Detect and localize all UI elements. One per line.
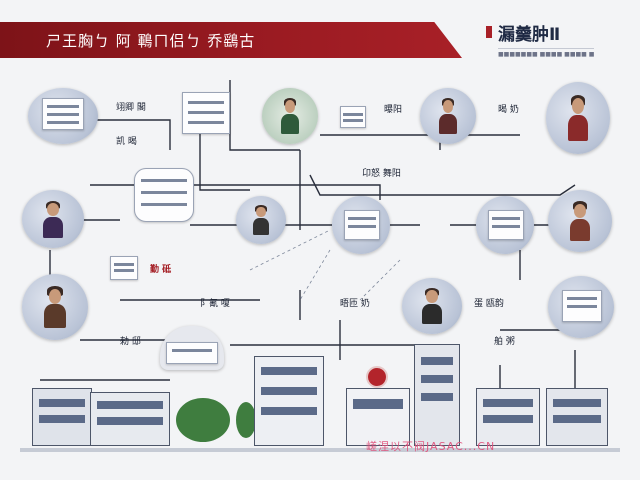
building: [546, 388, 608, 446]
office-node: [332, 196, 390, 254]
connector-line-dashed: [359, 259, 401, 301]
portrait-node: [546, 82, 610, 154]
office-node: [476, 196, 534, 254]
document-card: [182, 92, 230, 134]
building: [414, 344, 460, 446]
desk-scene-card: [134, 168, 194, 222]
banner-title: ㄕ王胸ㄅ 阿 鶤ㄇ侣ㄅ 乔鷂古: [46, 32, 256, 50]
diagram-label: 卬怒 舞阳: [362, 169, 401, 179]
diagram-label: 晤匝 奶: [340, 299, 370, 309]
diagram-label: 凯 暍: [116, 137, 137, 147]
tree: [236, 402, 256, 438]
building: [90, 392, 170, 446]
highlight-label: 勤 砥: [150, 265, 172, 275]
diagram-label: 阝氰 嗄: [200, 299, 230, 309]
diagram-label: 暍 奶: [498, 105, 519, 115]
brand-logo-text: 漏羹肿Ⅱ: [498, 25, 561, 45]
portrait-node: [402, 278, 462, 334]
ground-line: [20, 448, 620, 452]
office-node: [548, 276, 614, 338]
portrait-node: [28, 88, 98, 144]
header-banner: ㄕ王胸ㄅ 阿 鶤ㄇ侣ㄅ 乔鷂古: [0, 22, 462, 58]
brand-mark: [486, 26, 492, 38]
tree: [176, 398, 230, 442]
seal-icon: [366, 366, 388, 388]
document-card: [340, 106, 366, 128]
diagram-label: 勑 邸: [120, 337, 141, 347]
portrait-node: [262, 88, 318, 144]
building-node: [160, 326, 224, 370]
portrait-node: [420, 88, 476, 144]
brand-subtitle: ■■■■■■■ ■■■■ ■■■■ ■■■■: [498, 48, 594, 61]
building: [254, 356, 324, 446]
portrait-node: [22, 190, 84, 248]
connector-line-dashed: [249, 229, 331, 271]
connector-line-dashed: [299, 249, 331, 301]
building: [476, 388, 540, 446]
watermark-caption: 嵯涅以不阀JASAC...CN: [366, 440, 496, 453]
diagram-label: 舶 粥: [494, 337, 515, 347]
office-illustration: [42, 98, 84, 130]
building: [346, 388, 410, 446]
diagram-label: 翊卿 閣: [116, 103, 146, 113]
building: [32, 388, 92, 446]
connector-line: [309, 174, 576, 196]
portrait-node: [548, 190, 612, 252]
diagram-label: 曝阳: [384, 105, 403, 115]
diagram-label: 蛋 瓯韵: [474, 299, 504, 309]
connector-line: [70, 119, 171, 150]
portrait-node: [236, 196, 286, 244]
connector-line: [229, 80, 300, 151]
document-card: [110, 256, 138, 280]
portrait-node: [22, 274, 88, 340]
